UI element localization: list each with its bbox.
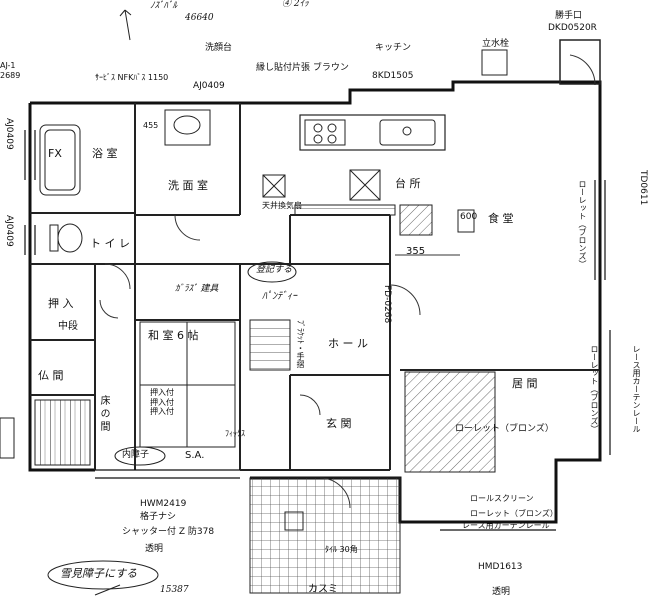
dim-600: 600 [460,212,478,222]
toilet-fixture [49,223,83,253]
note-circle-hall: 登記する [256,265,293,275]
room-closet-mid: 中段 [58,321,78,332]
circle-mark-door [114,446,166,466]
roll-screen-right: ローレット（ブロンズ） [578,180,587,268]
note-hall-hand: ﾊﾟﾝﾃﾞｨｰ [262,291,297,302]
entrance-tile-note: ﾀｲﾙ 30角 [325,545,358,554]
dim-355: 355 [406,246,426,257]
note-left-code-2: 2689 [0,71,21,80]
note-outside-faucet: 立水栓 [482,39,510,49]
left-window-top: AJ0409 [4,118,14,150]
hall-window: FD-0268 [382,285,392,324]
window-kitchen: 8KD1505 [372,71,414,81]
window-label-top: AJ0409 [193,81,225,91]
room-hall: ホ ー ル [328,337,368,350]
kitchen-fixture [349,169,381,201]
note-top-hand-2: 46640 [185,13,214,23]
door-swings [99,54,596,509]
wood-floor [34,399,91,466]
kitchen-fixture-cross [349,169,381,201]
bottom-clear: 透明 [145,544,164,554]
bottom-clear-2: 透明 [492,587,511,597]
room-bath: 浴 室 [92,147,118,160]
ventilation-fan [262,174,286,198]
note-top-hand-1: ﾉｽﾞﾊﾞﾙ [150,1,178,11]
inner-walls [30,103,600,471]
room-tatami: 和 室 6 帖 [148,329,199,342]
bath-product: ｻｰﾋﾞｽ NFKﾊﾞｽ 1150 [95,73,169,82]
note-washbasin-outside: 洗顔台 [205,43,233,53]
arrow-bottom [94,584,121,596]
note-top-hand-3: ④ 2ｲｯ [282,0,309,9]
curtain-bottom: レース用カーテンレール [462,521,550,530]
room-dining: 食 堂 [488,212,514,225]
room-floor-space: 床 の 間 [98,395,109,432]
dining-hatch [399,204,433,236]
room-living: 居 間 [512,377,538,390]
room-kitchen: 台 所 [395,177,421,190]
note-left-code-1: AJ-1 [0,61,16,70]
note-tatami: 押入付 押入付 押入付 [150,388,174,417]
note-kitchen-door-code: DKD0520R [548,23,597,33]
circle-mark-hall [247,261,297,283]
room-washroom: 洗 面 室 [168,179,208,192]
note-door: 内障子 [122,450,150,460]
note-pink: ｶﾞﾗｽﾞ 建具 [175,284,219,294]
arrow-top [119,9,132,41]
left-window-bottom: AJ0409 [4,215,14,247]
windows [24,130,611,531]
bottom-code: HMD1613 [478,562,523,572]
left-edge-fixture [0,417,15,459]
shutter-note: シャッター付 Z 防378 [122,527,215,537]
dim-455: 455 [143,121,159,130]
note-kitchen-outside: キッチン [375,43,412,53]
bottom-window: HWM2419 [140,499,187,509]
rail-right: ローレット（ブロンズ） [590,345,599,433]
rail-bottom: ローレット（ブロンズ） [470,509,558,518]
entrance-tile [249,477,401,594]
kitchen-door [559,39,601,85]
note-sa: S.A. [185,450,205,461]
room-bath-fx: FX [48,147,62,160]
note-stairs: ﾌﾞﾗｹｯﾄ・手摺 [296,320,305,368]
room-toilet: ト イ レ [90,237,130,250]
roll-bottom: ロールスクリーン [470,494,534,503]
right-window: TD0611 [638,170,648,206]
bottom-hand: 15387 [160,585,189,595]
staircase [249,319,291,371]
curtain-right: レース用カーテンレール [632,345,641,433]
entrance-floor: カスミ [308,584,338,595]
note-wood-floor: 縁し貼付片張 ブラウン [256,63,349,73]
room-closet: 押 入 [48,297,74,310]
note-kitchen-door: 勝手口 [555,11,583,21]
note-living-rail: ローレット（ブロンズ） [455,424,554,434]
washbasin [164,109,211,146]
bottom-window-2: 格子ナシ [140,512,177,522]
note-ventilation: 天井換気扇 [262,201,302,210]
living-hatch [404,371,496,473]
note-fixed: ﾌｨｯｸｽ [225,429,245,438]
outside-faucet-box [481,49,508,76]
dim-box-600 [457,209,475,233]
room-butsuma: 仏 間 [38,369,64,382]
kitchen-counter [294,114,446,216]
entrance-fixture [284,511,304,531]
room-entrance: 玄 関 [326,417,352,430]
bottom-circle-note: 雪見障子にする [60,567,138,580]
ventilation-cross [262,174,286,198]
bathtub [39,124,81,196]
tatami-mats [139,321,236,448]
circle-mark-bottom [47,560,159,590]
